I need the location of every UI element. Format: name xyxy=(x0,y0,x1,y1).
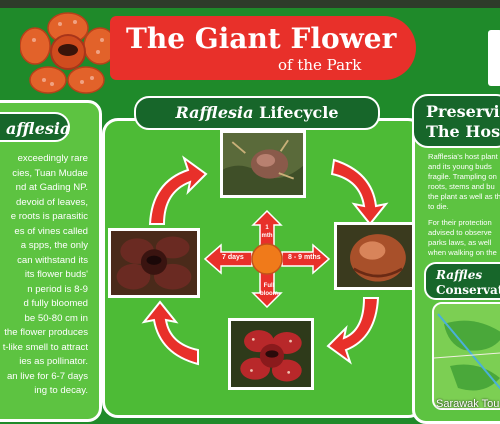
lifecycle-heading: Rafflesia Lifecycle xyxy=(134,96,380,130)
left-text-line: cies, Tuan Mudae xyxy=(12,167,88,179)
right-panel-text: Rafflesia's host plant and its young bud… xyxy=(428,152,500,258)
right-text-line: For their protection xyxy=(428,218,492,227)
left-text-line: its flower buds' xyxy=(24,269,88,280)
left-panel-text: exceedingly rare cies, Tuan Mudae nd at … xyxy=(0,152,88,399)
left-text-line: e roots is parasitic xyxy=(10,211,88,222)
arrow-top-right xyxy=(330,158,389,226)
lifecycle-heading-rest: Lifecycle xyxy=(259,103,339,122)
photo-credit: Sarawak Tou xyxy=(436,398,500,410)
bud-photo xyxy=(220,130,306,198)
right-text-line: fragile. Trampling on xyxy=(428,172,497,181)
left-text-line: ies as pollinator. xyxy=(19,356,88,367)
park-map xyxy=(432,302,500,410)
label-seven-days: 7 days xyxy=(222,254,244,261)
right-text-line: advised to observe xyxy=(428,228,492,237)
conservation-heading: Raffles Conservati xyxy=(424,262,500,300)
right-text-line: parks laws, as well xyxy=(428,238,492,247)
left-info-panel xyxy=(0,100,102,422)
right-text-line: to die. xyxy=(428,202,449,211)
top-edge xyxy=(0,0,500,8)
left-text-line: exceedingly rare xyxy=(17,153,88,164)
label-full-bloom: Full bloom xyxy=(260,283,278,297)
side-logo-badge xyxy=(488,30,500,86)
left-text-line: es of vines called xyxy=(14,225,88,237)
rafflesia-flower-logo xyxy=(20,12,116,94)
left-text-line: an live for 6-7 days xyxy=(6,370,88,382)
left-text-line: devoid of leaves, xyxy=(16,196,88,208)
left-text-line: d fully bloomed xyxy=(23,298,88,309)
title-banner xyxy=(110,16,416,80)
decaying-flower-photo xyxy=(108,228,200,298)
left-text-line: be 50-80 cm in xyxy=(24,312,88,324)
left-text-line: n period is 8-9 xyxy=(27,283,88,295)
arrow-bottom-right xyxy=(326,297,380,365)
conservation-heading-line2: Conservati xyxy=(436,283,500,297)
left-text-line: a spps, the only xyxy=(20,240,88,251)
arrow-top-left xyxy=(148,155,208,225)
label-eight-nine-months: 8 - 9 mths xyxy=(288,254,321,261)
right-text-line: when walking on the xyxy=(428,248,497,257)
right-text-line: Rafflesia's host plant xyxy=(428,152,498,161)
right-text-line: the plant as well as th xyxy=(428,192,500,201)
label-one-month: 1 mth xyxy=(261,225,273,239)
left-text-line: t-like smell to attract xyxy=(2,341,88,353)
left-text-line: the flower produces xyxy=(4,327,88,338)
conservation-heading-line1: Raffles xyxy=(436,268,483,282)
left-text-line: ing to decay. xyxy=(34,385,88,396)
arrow-bottom-left xyxy=(141,300,199,366)
banner-title: The Giant Flower xyxy=(126,22,397,55)
bloom-photo xyxy=(228,318,314,390)
right-panel-heading: Preservi The Host xyxy=(412,94,500,148)
banner-subtitle: of the Park xyxy=(278,56,362,74)
left-text-line: nd at Gading NP. xyxy=(15,182,88,193)
right-heading-line1: Preservi xyxy=(426,102,500,121)
right-text-line: and its young buds xyxy=(428,162,492,171)
mature-bud-photo xyxy=(334,222,420,290)
lifecycle-heading-italic: Rafflesia xyxy=(175,103,254,122)
growth-stage-compass xyxy=(204,210,330,308)
left-text-line: can withstand its xyxy=(17,254,88,266)
left-panel-heading: afflesia xyxy=(0,112,70,142)
right-text-line: roots, stems and bu xyxy=(428,182,495,191)
right-heading-line2: The Host xyxy=(426,122,500,141)
